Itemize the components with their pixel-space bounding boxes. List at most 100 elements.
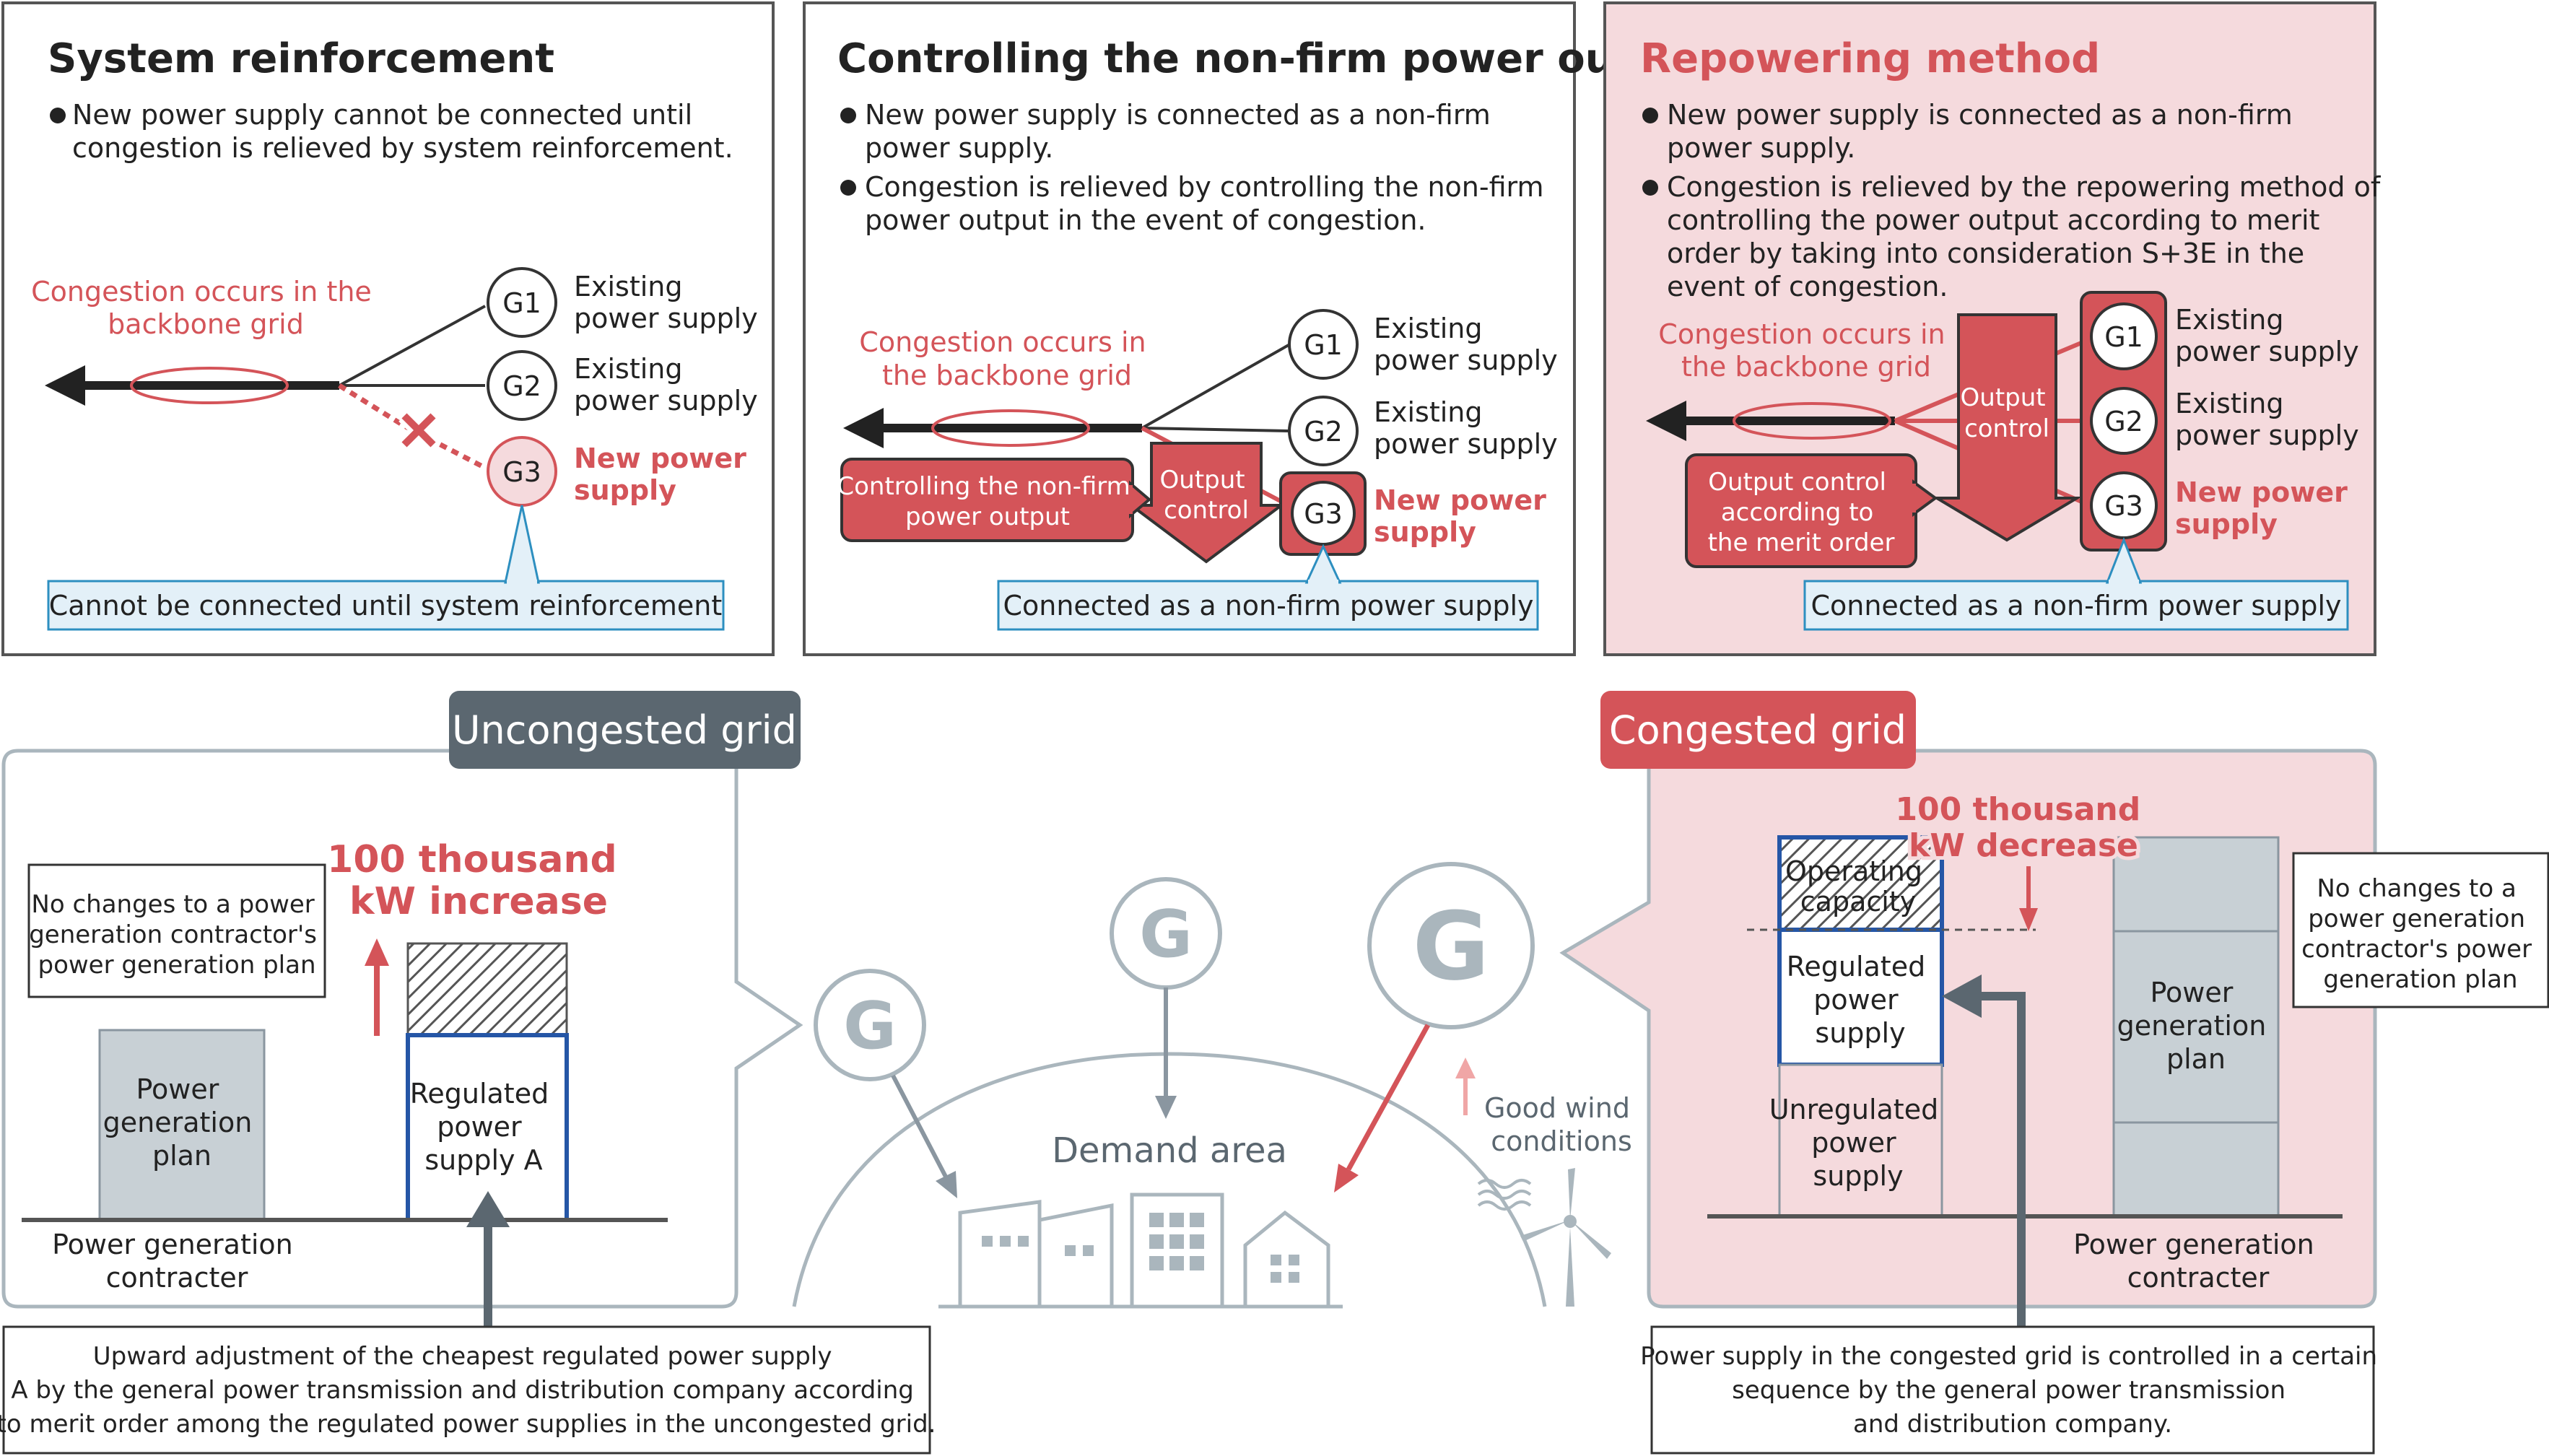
uncongested-tag bbox=[449, 691, 801, 769]
control-box-text: Controlling the non-firm power output bbox=[837, 472, 1138, 531]
upward-adjustment-note bbox=[2, 1325, 931, 1455]
bullet-dot bbox=[1642, 108, 1658, 123]
callout-box bbox=[997, 580, 1539, 631]
existing-supply-2: Existing power supply bbox=[574, 353, 758, 417]
plan-bar bbox=[98, 1029, 266, 1221]
g2-label: G2 bbox=[1304, 416, 1343, 448]
panel1-bullet1: New power supply cannot be connected unt… bbox=[72, 99, 733, 164]
panel2-congestion-label: Congestion occurs in the backbone grid bbox=[859, 326, 1154, 391]
generator-left-label: G bbox=[843, 988, 897, 1064]
demand-dome bbox=[792, 1052, 1547, 1307]
demand-area: Demand area G G G bbox=[792, 862, 1639, 1309]
control-sequence-text: Power supply in the congested grid is co… bbox=[1640, 1342, 2385, 1439]
g1-label: G1 bbox=[2104, 321, 2143, 353]
panel-repowering: Repowering method New power supply is co… bbox=[1603, 1, 2382, 656]
buildings-icon bbox=[938, 1193, 1343, 1309]
operating-capacity-hatch bbox=[1777, 835, 1944, 932]
g2-label: G2 bbox=[2104, 406, 2143, 437]
generator-left bbox=[814, 969, 926, 1081]
generator-middle-label: G bbox=[1139, 897, 1193, 972]
callout-box bbox=[1803, 580, 2349, 631]
g3-label: G3 bbox=[1304, 498, 1343, 530]
plan-bar-label: Power generation plan bbox=[2117, 977, 2275, 1075]
contractor-label: Power generation contracter bbox=[2073, 1229, 2323, 1294]
generator-large bbox=[1367, 862, 1535, 1029]
uncongested-grid-panel: Uncongested grid No changes to a power g… bbox=[0, 691, 936, 1455]
callout-text: Cannot be connected until system reinfor… bbox=[49, 590, 722, 622]
g3-label: G3 bbox=[2104, 490, 2143, 522]
operating-capacity-label: Operating capacity bbox=[1785, 855, 1931, 917]
output-control-arrow bbox=[1931, 313, 2083, 542]
plan-bar-label: Power generation plan bbox=[103, 1073, 261, 1172]
output-control-arrow bbox=[1127, 442, 1286, 564]
upward-adjustment-text: Upward adjustment of the cheapest regula… bbox=[0, 1342, 936, 1439]
new-power-supply: New power supply bbox=[574, 443, 756, 506]
regulated-supply-label: Regulated power supply bbox=[1787, 951, 1935, 1049]
congestion-ellipse bbox=[931, 409, 1090, 447]
panel2-title: Controlling the non-firm power output bbox=[837, 35, 1710, 82]
building-windows bbox=[982, 1213, 1299, 1283]
regulated-supply-a-label: Regulated power supply A bbox=[410, 1078, 558, 1176]
bullet-dot bbox=[840, 108, 856, 123]
existing-supply-2: Existing power supply bbox=[2175, 388, 2359, 451]
wind-label: Good wind conditions bbox=[1484, 1092, 1639, 1157]
existing-supply-2: Existing power supply bbox=[1374, 396, 1558, 460]
congested-tag-label: Congested grid bbox=[1609, 707, 1907, 753]
panel-system-reinforcement: System reinforcement New power supply ca… bbox=[1, 1, 775, 656]
merit-order-text: Output control according to the merit or… bbox=[1708, 468, 1895, 557]
existing-supply-1: Existing power supply bbox=[2175, 304, 2359, 367]
bullet-dot bbox=[50, 108, 66, 123]
cross-icon bbox=[398, 410, 439, 450]
demand-area-label: Demand area bbox=[1052, 1130, 1287, 1171]
bullet-dot bbox=[840, 180, 856, 196]
new-power-supply: New power supply bbox=[1374, 484, 1556, 548]
panel2-bullet1: New power supply is connected as a non-f… bbox=[865, 99, 1499, 164]
uncongested-tag-label: Uncongested grid bbox=[452, 707, 797, 753]
congestion-ellipse bbox=[130, 367, 289, 404]
flow-arrow-large bbox=[1346, 1024, 1431, 1171]
panel-nonfirm-control: Controlling the non-firm power output Ne… bbox=[803, 1, 1710, 656]
panel3-congestion-label: Congestion occurs in the backbone grid bbox=[1658, 318, 1953, 383]
callout-text: Connected as a non-firm power supply bbox=[1811, 590, 2341, 622]
g1-node bbox=[487, 267, 557, 338]
backbone-arrowhead bbox=[1646, 401, 1686, 441]
unregulated-supply-bar bbox=[1778, 1063, 1943, 1218]
operating-capacity-hatch bbox=[406, 942, 568, 1037]
g1-node bbox=[1288, 309, 1359, 380]
g1-label: G1 bbox=[502, 287, 541, 319]
existing-supply-1: Existing power supply bbox=[1374, 313, 1558, 376]
panel3-title: Repowering method bbox=[1640, 35, 2100, 82]
output-control-label: Output control bbox=[1160, 466, 1253, 525]
g1-label: G1 bbox=[1304, 329, 1343, 361]
existing-supply-1: Existing power supply bbox=[574, 271, 758, 334]
unregulated-supply-label: Unregulated power supply bbox=[1769, 1094, 1948, 1192]
new-power-supply: New power supply bbox=[2175, 476, 2357, 540]
link-g2 bbox=[1141, 427, 1289, 432]
regulated-supply-bar bbox=[1777, 928, 1944, 1067]
congested-grid-panel: Congested grid Power generation plan Ope… bbox=[1559, 691, 2549, 1455]
g2-node bbox=[487, 350, 557, 421]
link-g1 bbox=[339, 305, 486, 387]
link-g1 bbox=[1141, 344, 1289, 430]
control-sequence-arrow bbox=[1978, 992, 2026, 1328]
flow-arrow-left bbox=[891, 1074, 948, 1178]
increase-label: 100 thousand kW increase bbox=[327, 838, 630, 923]
g2-label: G2 bbox=[502, 370, 541, 402]
callout-box bbox=[47, 580, 725, 631]
congestion-ellipse bbox=[1733, 402, 1891, 440]
bullet-dot bbox=[1642, 180, 1658, 196]
g2-node bbox=[2090, 387, 2158, 455]
no-changes-text: No changes to a power generation contrac… bbox=[2301, 874, 2540, 994]
panel1-congestion-label: Congestion occurs in the backbone grid bbox=[31, 276, 380, 340]
backbone-arrowhead bbox=[45, 365, 85, 406]
g1-node bbox=[2090, 302, 2158, 370]
panel1-title: System reinforcement bbox=[48, 35, 554, 82]
callout-text: Connected as a non-firm power supply bbox=[1003, 590, 1533, 622]
wind-turbine-icon bbox=[1520, 1168, 1611, 1307]
plan-bar bbox=[2112, 836, 2280, 1218]
backbone-arrowhead bbox=[843, 408, 884, 448]
output-control-label: Output control bbox=[1961, 383, 2054, 443]
control-sequence-note bbox=[1650, 1325, 2375, 1455]
contractor-label: Power generation contracter bbox=[52, 1229, 302, 1294]
